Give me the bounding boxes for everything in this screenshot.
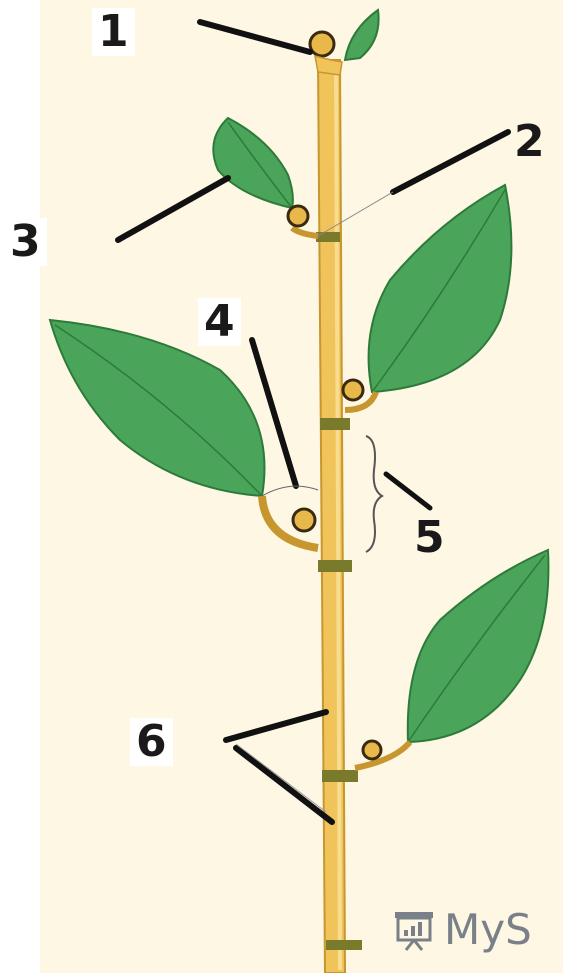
apical-bud	[310, 32, 334, 56]
label-3: 3	[4, 218, 47, 266]
label-2: 2	[508, 118, 551, 166]
axillary-bud	[363, 741, 381, 759]
label-1: 1	[92, 8, 135, 56]
label-5: 5	[408, 514, 451, 562]
node-band	[326, 940, 362, 950]
watermark: MyS	[392, 905, 532, 954]
label-4: 4	[198, 298, 241, 346]
presentation-board-icon	[392, 908, 436, 952]
node-band	[318, 560, 352, 572]
axillary-bud	[343, 380, 363, 400]
axillary-bud	[293, 509, 315, 531]
label-6: 6	[130, 718, 173, 766]
node-band	[316, 232, 340, 242]
node-band	[320, 418, 350, 430]
node-band	[322, 770, 358, 782]
watermark-text: MyS	[444, 905, 532, 954]
axillary-bud	[288, 206, 308, 226]
